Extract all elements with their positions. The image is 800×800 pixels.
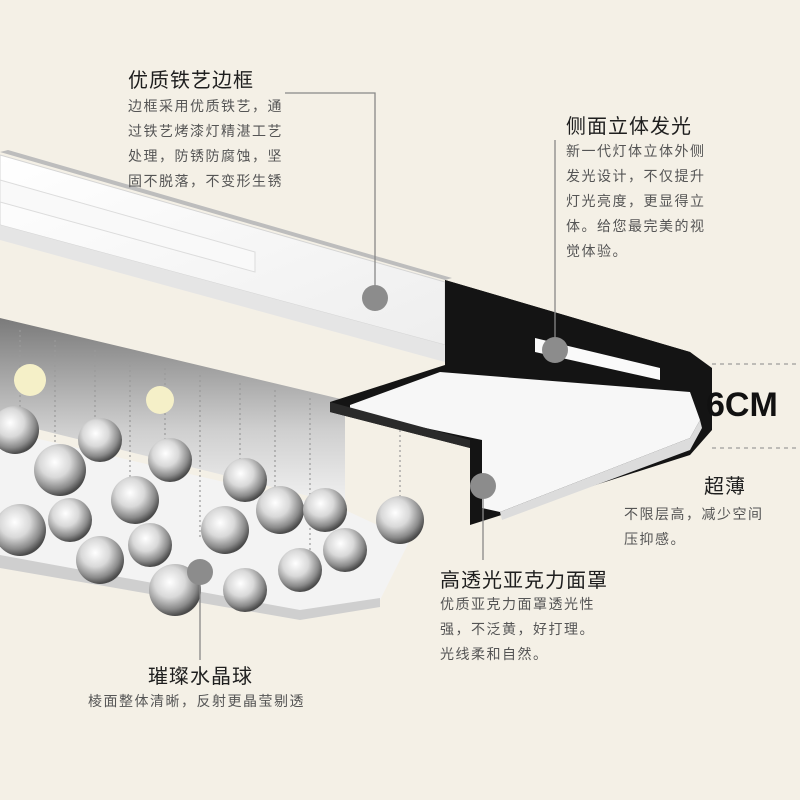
thin-feature-description: 不限层高，减少空间 压抑感。 (624, 503, 764, 553)
crystal-desc-line: 棱面整体清晰，反射更晶莹剔透 (88, 694, 305, 710)
side-glow-desc-line: 灯光亮度，更显得立 (566, 194, 706, 210)
frame-desc-line: 边框采用优质铁艺，通 (128, 99, 283, 115)
frame-feature-description: 边框采用优质铁艺，通 过铁艺烤漆灯精湛工艺 处理，防锈防腐蚀，坚 固不脱落，不变… (128, 95, 283, 195)
callout-lines (199, 92, 556, 660)
thickness-guides (712, 363, 800, 449)
black-frame (330, 280, 712, 525)
frame-feature-title: 优质铁艺边框 (128, 68, 254, 92)
side-glow-desc-line: 觉体验。 (566, 244, 628, 260)
frame-desc-line: 过铁艺烤漆灯精湛工艺 (128, 124, 283, 140)
crystal-feature-description: 棱面整体清晰，反射更晶莹剔透 (88, 690, 305, 715)
side-glow-feature-description: 新一代灯体立体外侧 发光设计，不仅提升 灯光亮度，更显得立 体。给您最完美的视 … (566, 140, 706, 265)
thin-feature-title: 超薄 (704, 474, 746, 498)
frame-desc-line: 处理，防锈防腐蚀，坚 (128, 149, 283, 165)
side-glow-desc-line: 体。给您最完美的视 (566, 219, 706, 235)
thickness-label: 6CM (706, 386, 778, 424)
acrylic-desc-line: 强，不泛黄，好打理。 (440, 622, 595, 638)
side-glow-feature-title: 侧面立体发光 (566, 114, 692, 138)
crystal-feature-title: 璀璨水晶球 (148, 664, 253, 688)
acrylic-feature-description: 优质亚克力面罩透光性 强，不泛黄，好打理。 光线柔和自然。 (440, 593, 595, 668)
crystal-balls (0, 364, 424, 616)
thin-desc-line: 不限层高，减少空间 (624, 507, 764, 523)
white-frame (0, 150, 452, 362)
side-glow-desc-line: 新一代灯体立体外侧 (566, 144, 706, 160)
acrylic-desc-line: 优质亚克力面罩透光性 (440, 597, 595, 613)
side-glow-desc-line: 发光设计，不仅提升 (566, 169, 706, 185)
frame-desc-line: 固不脱落，不变形生锈 (128, 174, 283, 190)
thin-desc-line: 压抑感。 (624, 532, 686, 548)
acrylic-desc-line: 光线柔和自然。 (440, 647, 549, 663)
callout-markers (187, 285, 568, 585)
acrylic-feature-title: 高透光亚克力面罩 (440, 568, 608, 592)
